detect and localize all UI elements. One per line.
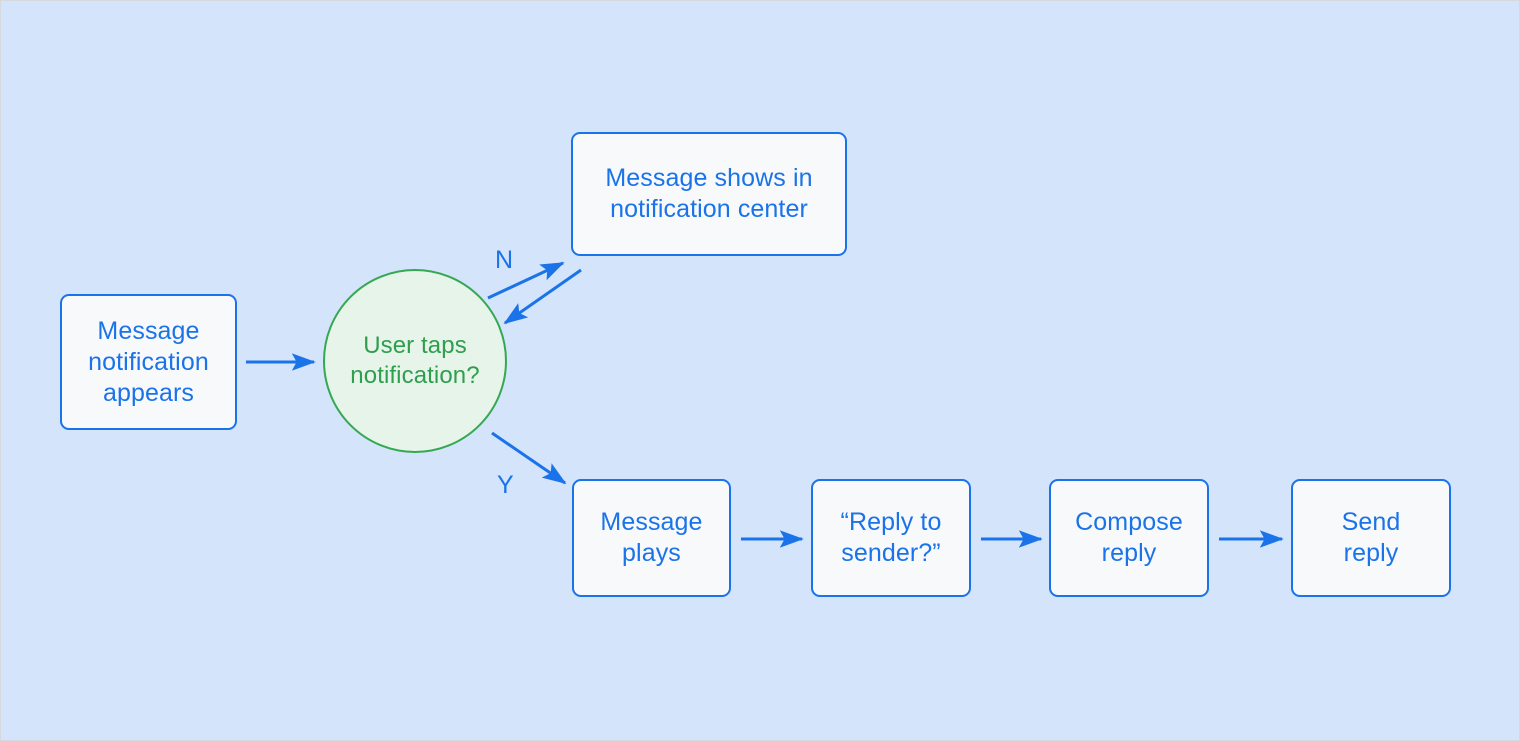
- message-shows-in-notification-center-node[interactable]: Message shows in notification center: [571, 132, 847, 256]
- edge-label-n: N: [495, 246, 514, 274]
- message-plays-node[interactable]: Message plays: [572, 479, 731, 597]
- send-reply-node[interactable]: Send reply: [1291, 479, 1451, 597]
- reply-to-sender-node[interactable]: “Reply to sender?”: [811, 479, 971, 597]
- edge-label-y: Y: [497, 471, 514, 499]
- compose-reply-node[interactable]: Compose reply: [1049, 479, 1209, 597]
- user-taps-notification-decision[interactable]: User taps notification?: [323, 269, 507, 453]
- message-notification-appears-node[interactable]: Message notification appears: [60, 294, 237, 430]
- edge-notification-center-to-decision: [503, 268, 582, 325]
